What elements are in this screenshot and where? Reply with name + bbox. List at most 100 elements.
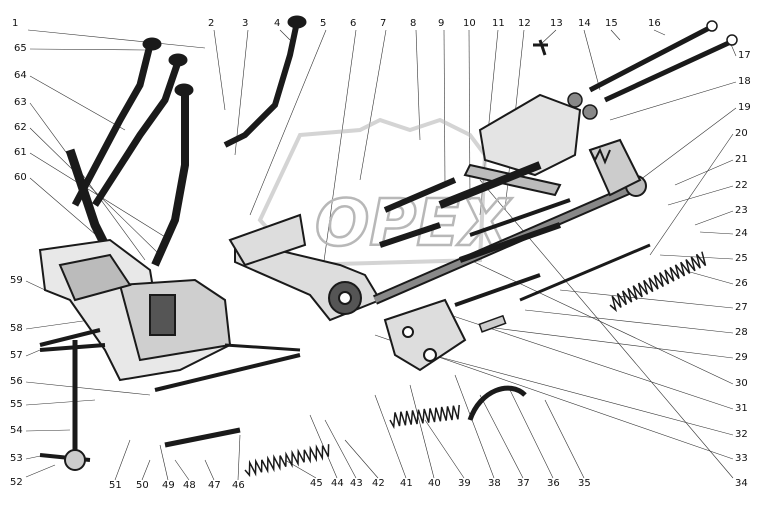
gear-sector-bracket	[463, 93, 642, 197]
leader-line-65	[29, 48, 146, 51]
leader-line-36	[509, 389, 554, 479]
callout-label-64: 64	[14, 70, 27, 81]
leader-line-24	[699, 231, 734, 235]
callout-label-48: 48	[183, 480, 196, 491]
leader-line-37	[479, 394, 524, 479]
leader-line-6	[319, 29, 357, 291]
callout-label-15: 15	[605, 18, 618, 29]
callout-label-12: 12	[518, 18, 531, 29]
callout-label-23: 23	[735, 205, 748, 216]
leader-line-26	[689, 271, 734, 285]
callout-label-51: 51	[109, 480, 122, 491]
leader-line-54	[25, 429, 71, 432]
callout-label-47: 47	[208, 480, 221, 491]
callout-label-60: 60	[14, 172, 27, 183]
leader-line-13	[539, 29, 557, 46]
callout-label-63: 63	[14, 97, 27, 108]
callout-label-46: 46	[232, 480, 245, 491]
leader-line-52	[25, 464, 56, 478]
callout-label-26: 26	[735, 278, 748, 289]
callout-label-3: 3	[242, 18, 249, 29]
leader-line-48	[174, 459, 190, 481]
callout-label-17: 17	[738, 50, 751, 61]
leader-line-27	[559, 289, 734, 309]
control-levers	[65, 15, 307, 267]
leader-line-35	[544, 399, 585, 479]
leader-line-7	[359, 29, 387, 181]
leader-line-39	[424, 419, 465, 479]
callout-label-2: 2	[208, 18, 215, 29]
leader-line-8	[415, 29, 421, 141]
callout-label-45: 45	[310, 478, 323, 489]
callout-label-55: 55	[10, 399, 23, 410]
callout-label-43: 43	[350, 478, 363, 489]
callout-label-57: 57	[10, 350, 23, 361]
callout-label-8: 8	[410, 18, 417, 29]
callout-label-9: 9	[438, 18, 445, 29]
springs	[244, 251, 707, 478]
leader-line-21	[674, 159, 734, 186]
leader-line-15	[610, 29, 621, 41]
leader-line-9	[443, 29, 446, 186]
leader-line-32	[431, 354, 734, 436]
gearbox-housing	[38, 238, 232, 382]
leader-line-1	[27, 29, 206, 49]
leader-line-34	[479, 179, 734, 479]
leader-line-46	[237, 434, 241, 481]
callout-label-44: 44	[331, 478, 344, 489]
callout-label-50: 50	[136, 480, 149, 491]
leader-line-14	[583, 29, 601, 91]
lower-pedal-linkage	[39, 328, 301, 471]
callout-label-40: 40	[428, 478, 441, 489]
callout-label-1: 1	[12, 18, 19, 29]
callout-label-52: 52	[10, 477, 23, 488]
callout-label-11: 11	[492, 18, 505, 29]
connecting-rods	[379, 161, 651, 333]
leader-line-20	[649, 133, 734, 256]
tension-spring-26	[609, 251, 707, 313]
callout-label-37: 37	[517, 478, 530, 489]
leader-line-55	[25, 399, 96, 406]
callout-label-35: 35	[578, 478, 591, 489]
callout-label-21: 21	[735, 154, 748, 165]
leader-line-42	[344, 439, 379, 479]
leader-line-47	[204, 459, 215, 481]
callout-label-20: 20	[735, 128, 748, 139]
callout-label-31: 31	[735, 403, 748, 414]
leader-line-57	[25, 349, 41, 357]
callout-label-38: 38	[488, 478, 501, 489]
leader-line-29	[494, 327, 734, 359]
leader-line-25	[659, 254, 734, 260]
tension-spring-39	[389, 404, 460, 430]
adjusting-rods	[533, 20, 738, 120]
callout-label-10: 10	[463, 18, 476, 29]
callout-label-18: 18	[738, 76, 751, 87]
right-lever-bracket	[383, 298, 467, 372]
callout-label-5: 5	[320, 18, 327, 29]
callout-label-34: 34	[735, 478, 748, 489]
callout-label-30: 30	[735, 378, 748, 389]
callout-label-29: 29	[735, 352, 748, 363]
leader-line-40	[409, 384, 435, 479]
callout-label-41: 41	[400, 478, 413, 489]
leader-line-45	[284, 459, 317, 479]
leader-line-2	[213, 29, 226, 111]
cross-shaft-assembly	[228, 213, 382, 322]
callout-label-61: 61	[14, 147, 27, 158]
leader-line-28	[524, 309, 734, 334]
callout-label-24: 24	[735, 228, 748, 239]
callout-label-33: 33	[735, 453, 748, 464]
leader-line-3	[234, 29, 249, 156]
leader-line-5	[249, 29, 327, 216]
callout-label-14: 14	[578, 18, 591, 29]
callout-label-58: 58	[10, 323, 23, 334]
leader-line-58	[25, 319, 91, 330]
leader-line-50	[141, 459, 151, 481]
callout-label-62: 62	[14, 122, 27, 133]
leader-line-43	[324, 419, 357, 479]
callout-label-4: 4	[274, 18, 281, 29]
leader-line-23	[694, 210, 734, 226]
callout-label-54: 54	[10, 425, 23, 436]
callout-label-32: 32	[735, 429, 748, 440]
leader-line-16	[653, 29, 666, 36]
